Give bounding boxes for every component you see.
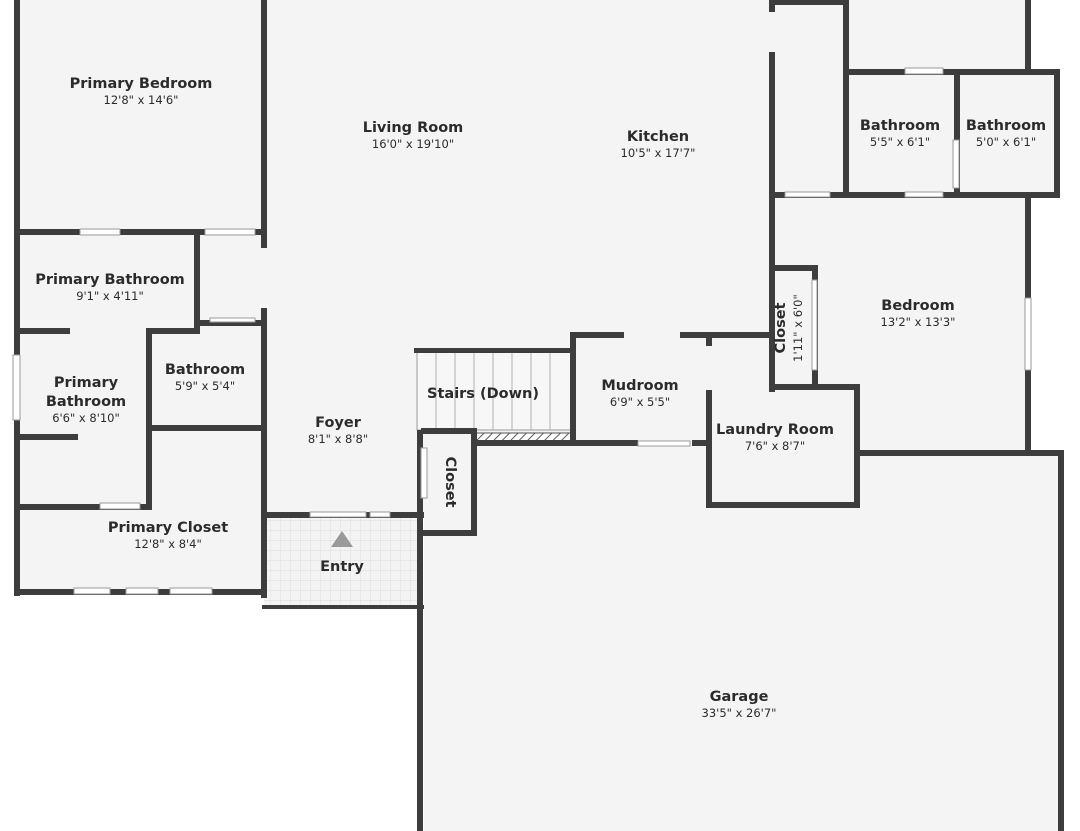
room-name-kitchen: Kitchen — [627, 129, 689, 145]
room-dims-mudroom: 6'9" x 5'5" — [610, 395, 670, 409]
windows — [12, 67, 1032, 595]
room-name-primary-closet: Primary Closet — [108, 520, 228, 536]
entry-arrow-icon — [331, 531, 353, 547]
room-name-primary-bathroom-1: Primary Bathroom — [35, 272, 185, 288]
room-name-bathroom-1: Bathroom — [860, 118, 940, 134]
room-name-garage: Garage — [710, 689, 769, 705]
room-dims-garage: 33'5" x 26'7" — [702, 706, 777, 720]
stairs-graphic — [416, 351, 573, 443]
room-name-foyer: Foyer — [315, 415, 362, 431]
room-name-bathroom-2: Bathroom — [966, 118, 1046, 134]
room-dims-primary-closet: 12'8" x 8'4" — [134, 537, 202, 551]
room-name-entry: Entry — [320, 559, 364, 575]
room-dims-primary-bedroom: 12'8" x 14'6" — [104, 93, 179, 107]
room-dims-bathroom-1: 5'5" x 6'1" — [870, 135, 930, 149]
room-name-closet-2: Closet — [442, 457, 458, 508]
room-dims-bathroom-3: 5'9" x 5'4" — [175, 379, 235, 393]
room-name-primary-bathroom-2-line2: Bathroom — [46, 394, 126, 410]
room-dims-closet-1: 1'11" x 6'0" — [791, 294, 805, 362]
room-dims-primary-bathroom-1: 9'1" x 4'11" — [76, 289, 144, 303]
room-dims-living-room: 16'0" x 19'10" — [372, 137, 454, 151]
room-dims-bedroom: 13'2" x 13'3" — [881, 315, 956, 329]
floor-areas — [18, 0, 1062, 831]
room-dims-foyer: 8'1" x 8'8" — [308, 432, 368, 446]
room-dims-bathroom-2: 5'0" x 6'1" — [976, 135, 1036, 149]
room-name-bedroom: Bedroom — [881, 298, 954, 314]
room-name-laundry-room: Laundry Room — [716, 422, 834, 438]
room-dims-kitchen: 10'5" x 17'7" — [621, 146, 696, 160]
room-name-bathroom-3: Bathroom — [165, 362, 245, 378]
room-name-stairs: Stairs (Down) — [427, 386, 539, 402]
room-name-closet-1: Closet — [773, 302, 789, 353]
room-name-mudroom: Mudroom — [601, 378, 678, 394]
room-dims-primary-bathroom-2: 6'6" x 8'10" — [52, 411, 120, 425]
room-labels: Primary Bedroom 12'8" x 14'6" Living Roo… — [35, 76, 1046, 720]
room-name-primary-bathroom-2-line1: Primary — [54, 375, 119, 391]
room-name-primary-bedroom: Primary Bedroom — [70, 76, 213, 92]
room-name-living-room: Living Room — [363, 120, 464, 136]
room-dims-laundry-room: 7'6" x 8'7" — [745, 439, 805, 453]
